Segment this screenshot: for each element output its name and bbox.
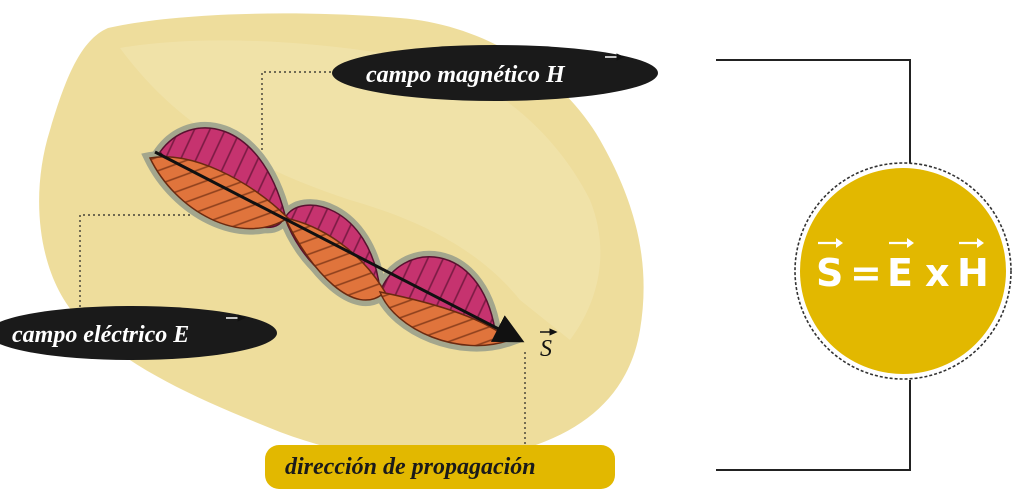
- formula-vector-arrows: [818, 238, 984, 248]
- leader-lines: [79, 71, 526, 452]
- formula-s: S: [816, 251, 843, 295]
- parchment-shade: [120, 40, 601, 341]
- formula-h: H: [957, 251, 989, 295]
- propagation-axis-arrow: [154, 150, 525, 343]
- poynting-vector-label: S: [540, 336, 552, 362]
- electric-field-label: campo eléctrico E: [0, 306, 277, 360]
- propagation-label-bubble: [265, 445, 615, 489]
- poynting-formula-badge: S = E x H: [794, 162, 1012, 380]
- electric-label-bubble: [0, 306, 277, 360]
- magnetic-label-text: campo magnético H: [366, 62, 566, 88]
- formula-equals: =: [850, 251, 882, 295]
- magnetic-field-label: campo magnético H: [332, 45, 658, 101]
- formula-connectors: [716, 59, 911, 471]
- formula-e: E: [887, 251, 913, 295]
- formula-circle-outline: [794, 162, 1012, 380]
- propagation-label: dirección de propagación: [265, 445, 615, 489]
- magnetic-label-bubble: [332, 45, 658, 101]
- formula-times: x: [925, 251, 950, 295]
- formula-circle: [800, 168, 1006, 374]
- propagation-label-text: dirección de propagación: [285, 454, 536, 480]
- electric-label-text: campo eléctrico E: [12, 322, 189, 348]
- electric-field-lobes: [148, 156, 512, 347]
